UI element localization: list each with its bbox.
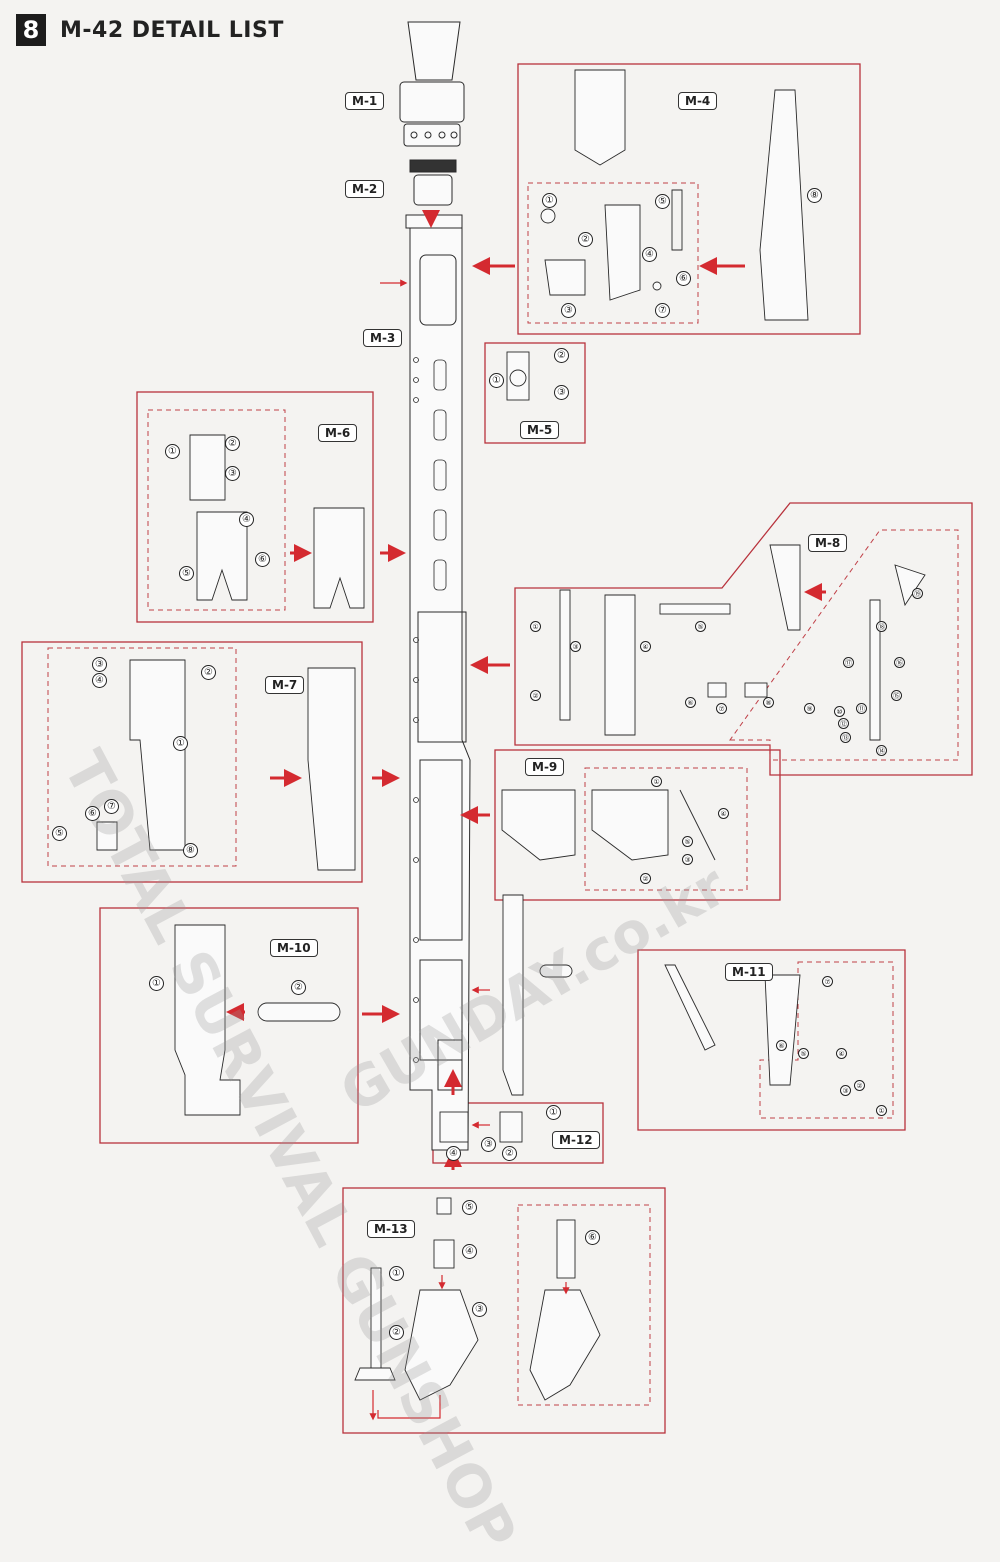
m6-part-2: ② [225,436,240,451]
m10-part-2: ② [291,980,306,995]
muzzle-parts [399,21,465,229]
m4-part-5: ⑤ [655,194,670,209]
m7-part-4: ④ [92,673,107,688]
m12-part-2: ② [502,1146,517,1161]
module-label-m3: M-3 [363,329,403,347]
m11-part-7: ⑦ [822,976,833,987]
m8-part-9: ⑨ [804,703,815,714]
module-label-m5: M-5 [520,421,560,439]
m8-part-6: ⑥ [685,697,696,708]
m8-part-15: ⑮ [891,690,902,701]
m5-frame [484,342,586,444]
module-label-m7: M-7 [265,676,305,694]
m7-part-6: ⑥ [85,806,100,821]
m8-part-14: ⑭ [876,745,887,756]
m7-part-7: ⑦ [104,799,119,814]
m4-part-7: ⑦ [655,303,670,318]
m4-part-2: ② [578,232,593,247]
module-label-m12: M-12 [552,1131,600,1149]
m8-part-5: ⑤ [695,621,706,632]
m7-part-2: ② [201,665,216,680]
m4-part-6: ⑥ [676,271,691,286]
page-header: 8 M-42 DETAIL LIST [16,14,284,46]
m11-part-3: ③ [840,1085,851,1096]
m10-frame [99,907,359,1144]
m13-part-4: ④ [462,1244,477,1259]
m12-part-4: ④ [446,1146,461,1161]
m5-part-3: ③ [554,385,569,400]
m13-part-1: ① [389,1266,404,1281]
m8-part-11: ⑪ [856,703,867,714]
m7-part-1: ① [173,736,188,751]
m11-part-4: ④ [836,1048,847,1059]
module-label-m8: M-8 [808,534,848,552]
m7-part-5: ⑤ [52,826,67,841]
m11-part-5: ⑤ [798,1048,809,1059]
m12-part-3: ③ [481,1137,496,1152]
m8-part-8: ⑧ [763,697,774,708]
m8-part-18: ⑱ [876,621,887,632]
m5-part-1: ① [489,373,504,388]
m11-part-1: ① [876,1105,887,1116]
m4-part-3: ③ [561,303,576,318]
m8-part-2: ② [530,690,541,701]
m6-part-3: ③ [225,466,240,481]
m8-part-16: ⑯ [894,657,905,668]
m13-part-5: ⑤ [462,1200,477,1215]
module-label-m9: M-9 [525,758,565,776]
module-label-m6: M-6 [318,424,358,442]
m9-part-2: ② [640,873,651,884]
module-label-m4: M-4 [678,92,718,110]
m8-part-3: ③ [570,641,581,652]
m8-part-10: ⑩ [834,706,845,717]
m4-part-8: ⑧ [807,188,822,203]
m13-frame [342,1187,666,1434]
receiver-body [409,224,471,1151]
m10-part-1: ① [149,976,164,991]
m8-part-4: ④ [640,641,651,652]
m12-part-1: ① [546,1105,561,1120]
module-label-m1: M-1 [345,92,385,110]
section-number-badge: 8 [16,14,46,46]
m13-part-3: ③ [472,1302,487,1317]
m6-part-1: ① [165,444,180,459]
m8-frame [514,502,973,776]
m5-part-2: ② [554,348,569,363]
m9-part-1: ① [651,776,662,787]
m9-part-3: ③ [682,854,693,865]
m6-frame [136,391,374,623]
m7-part-8: ⑧ [183,843,198,858]
m8-part-13: ⑬ [840,732,851,743]
m7-part-3: ③ [92,657,107,672]
m11-part-6: ⑥ [776,1040,787,1051]
exploded-parts-diagram [21,21,973,1434]
module-label-m11: M-11 [725,963,773,981]
m8-part-17: ⑰ [843,657,854,668]
m6-part-5: ⑤ [179,566,194,581]
m9-part-5: ⑤ [682,836,693,847]
m6-part-6: ⑥ [255,552,270,567]
m8-part-7: ⑦ [716,703,727,714]
m4-frame [517,63,861,335]
m8-part-12: ⑫ [838,718,849,729]
m6-part-4: ④ [239,512,254,527]
m13-part-6: ⑥ [585,1230,600,1245]
m8-part-19: ⑲ [912,588,923,599]
module-label-m2: M-2 [345,180,385,198]
m11-part-2: ② [854,1080,865,1091]
module-label-m13: M-13 [367,1220,415,1238]
m4-part-4: ④ [642,247,657,262]
m9-frame [494,749,781,901]
m13-part-2: ② [389,1325,404,1340]
m11-frame [637,949,906,1131]
m4-part-1: ① [542,193,557,208]
module-label-m10: M-10 [270,939,318,957]
page-title: M-42 DETAIL LIST [60,17,284,43]
m7-frame [21,641,363,883]
m8-part-1: ① [530,621,541,632]
m9-part-4: ④ [718,808,729,819]
